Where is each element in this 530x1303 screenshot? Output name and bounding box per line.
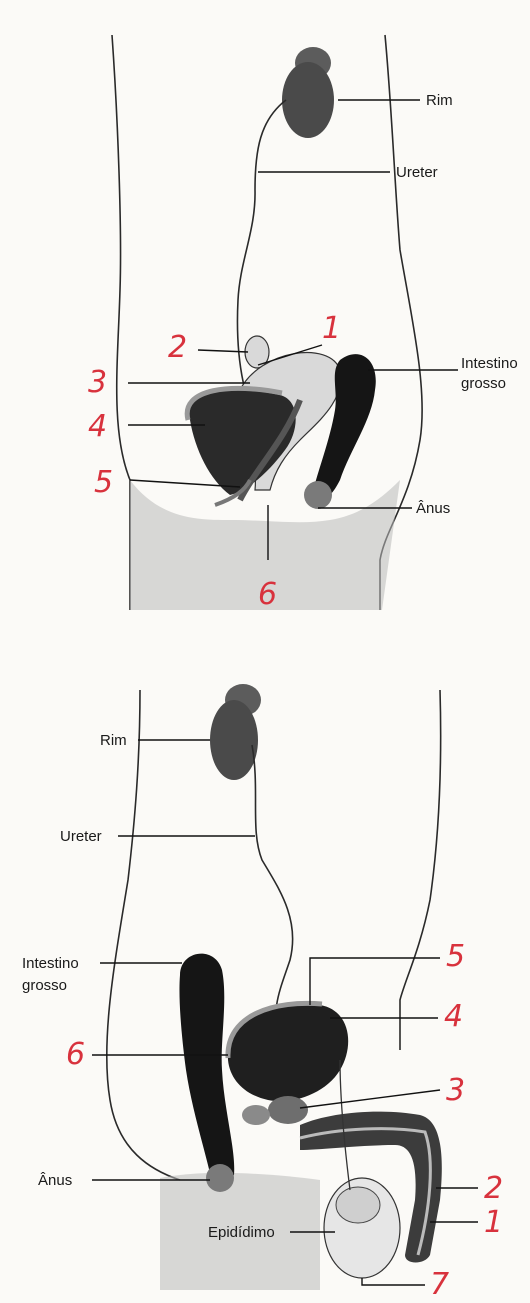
male-back-outline	[400, 690, 441, 1050]
male-intestine-label-2: grosso	[22, 977, 67, 994]
female-anus-label: Ânus	[416, 500, 450, 517]
male-rectum	[206, 1164, 234, 1192]
male-ureter-label: Ureter	[60, 828, 102, 845]
male-epididimo-label: Epidídimo	[208, 1224, 275, 1241]
female-diagram: Rim Ureter Intestino grosso Ânus 1 2 3 4…	[88, 35, 518, 612]
male-number-4: 4	[444, 999, 463, 1034]
male-number-7: 7	[430, 1267, 449, 1302]
female-intestine-label-1: Intestino	[461, 355, 518, 372]
male-number-5: 5	[446, 939, 465, 974]
male-number-1: 1	[484, 1205, 503, 1240]
female-intestine-label-2: grosso	[461, 375, 506, 392]
female-rim-label: Rim	[426, 92, 453, 109]
male-ureter-tube	[252, 745, 293, 1040]
male-anus-label: Ânus	[38, 1172, 72, 1189]
male-testis	[336, 1187, 380, 1223]
male-number-3: 3	[446, 1073, 465, 1108]
male-diagram: Rim Ureter Intestino grosso Ânus Epidídi…	[22, 684, 503, 1302]
female-number-4: 4	[88, 409, 107, 444]
male-seminal-vesicle	[242, 1105, 270, 1125]
male-rim-label: Rim	[100, 732, 127, 749]
female-rectum	[304, 481, 332, 509]
female-body-outline	[112, 35, 130, 610]
female-kidney	[282, 62, 334, 138]
female-number-3: 3	[88, 365, 107, 400]
male-num5-leader	[310, 958, 440, 1005]
female-number-1: 1	[322, 311, 341, 346]
female-num2-leader	[198, 350, 248, 352]
male-num3-leader	[300, 1090, 440, 1108]
male-kidney	[210, 700, 258, 780]
male-prostate	[268, 1096, 308, 1124]
male-intestine-label-1: Intestino	[22, 955, 79, 972]
male-num7-leader	[362, 1278, 425, 1285]
female-number-6: 6	[258, 577, 277, 612]
male-large-intestine	[179, 954, 234, 1182]
female-ureter-label: Ureter	[396, 164, 438, 181]
female-number-5: 5	[94, 465, 113, 500]
male-number-2: 2	[484, 1171, 503, 1206]
male-body-outline	[107, 690, 180, 1180]
female-number-2: 2	[168, 330, 187, 365]
male-number-6: 6	[66, 1037, 85, 1072]
